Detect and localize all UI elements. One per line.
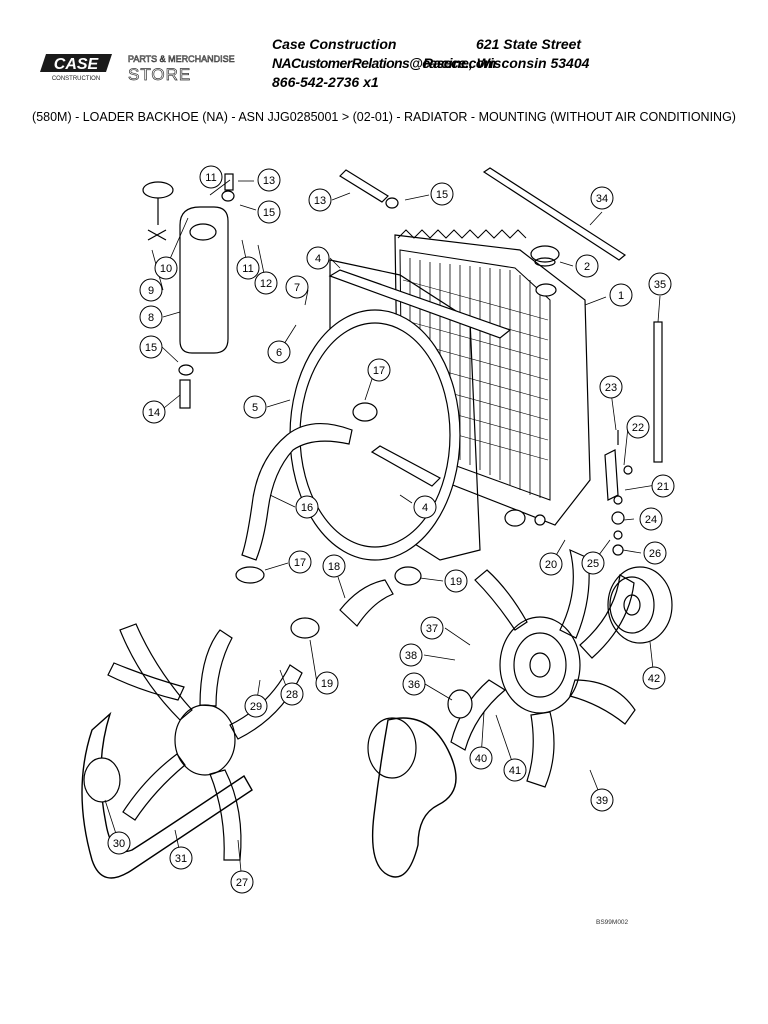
expansion-tank-cap <box>142 181 174 241</box>
callout-21: 21 <box>657 481 669 493</box>
callout-13-left: 13 <box>263 175 275 187</box>
callout-1: 1 <box>618 290 624 302</box>
seal-strip-35 <box>653 321 663 463</box>
callout-30: 30 <box>113 838 125 850</box>
callout-17-upper: 17 <box>373 365 385 377</box>
callout-15-top: 15 <box>263 207 275 219</box>
callout-14: 14 <box>148 407 160 419</box>
callout-29: 29 <box>250 701 262 713</box>
callout-25: 25 <box>587 558 599 570</box>
parts-diagram: 1 2 4 4 5 6 7 8 9 10 11 11 12 13 13 14 1… <box>81 165 675 894</box>
city-state-zip: Racine, Wisconsin 53404 <box>423 55 590 71</box>
hub-30 <box>83 757 121 803</box>
shroud-seal <box>328 269 512 487</box>
fan-39 <box>450 548 636 788</box>
drawing-code: BS99M002 <box>596 919 629 926</box>
callout-19-left: 19 <box>321 678 333 690</box>
fan-belt-31 <box>81 711 253 879</box>
fan-27 <box>107 623 303 861</box>
diagram-title: (580M) - LOADER BACKHOE (NA) - ASN JJG02… <box>32 110 736 124</box>
callout-35: 35 <box>654 279 666 291</box>
email-address[interactable]: NACustomerRelations@casece.com <box>272 55 496 71</box>
svg-text:STORE: STORE <box>128 65 191 84</box>
callout-41: 41 <box>509 765 521 777</box>
small-hose-14 <box>179 379 191 409</box>
callout-15-right: 15 <box>436 189 448 201</box>
spacer-36 <box>447 689 473 719</box>
callout-34: 34 <box>596 193 608 205</box>
callout-12: 12 <box>260 278 272 290</box>
callout-2: 2 <box>584 261 590 273</box>
callout-17-lower: 17 <box>294 557 306 569</box>
hose-clamps <box>178 190 422 639</box>
company-name: Case Construction <box>272 36 397 52</box>
seal-strip-34 <box>482 167 627 261</box>
svg-text:CASE: CASE <box>54 56 100 73</box>
callout-16: 16 <box>301 502 313 514</box>
callout-8: 8 <box>148 312 154 324</box>
callout-42: 42 <box>648 673 660 685</box>
lower-hose <box>241 422 353 561</box>
callout-11-top: 11 <box>205 172 216 184</box>
crank-pulley <box>367 717 417 779</box>
drive-belt <box>371 717 457 878</box>
callout-28: 28 <box>286 689 298 701</box>
callout-11: 11 <box>242 263 253 275</box>
callout-24: 24 <box>645 514 657 526</box>
small-hose-13 <box>224 173 234 191</box>
phone-number[interactable]: 866-542-2736 x1 <box>272 74 379 90</box>
callout-4-lower: 4 <box>422 502 428 514</box>
callout-7: 7 <box>294 282 300 294</box>
callout-bubbles <box>107 165 675 894</box>
street-address: 621 State Street <box>476 36 582 52</box>
svg-text:CONSTRUCTION: CONSTRUCTION <box>52 76 100 82</box>
case-logo: CASE CONSTRUCTION <box>40 54 112 82</box>
overflow-hose <box>339 169 389 203</box>
callout-19-right: 19 <box>450 576 462 588</box>
callout-4: 4 <box>315 253 321 265</box>
callout-36: 36 <box>408 679 420 691</box>
store-logo: PARTS & MERCHANDISE STORE <box>128 54 235 85</box>
callout-37: 37 <box>426 623 438 635</box>
expansion-tank <box>179 206 229 354</box>
callout-6: 6 <box>276 347 282 359</box>
hose-18 <box>339 579 394 627</box>
callout-numbers: 1 2 4 4 5 6 7 8 9 10 11 11 12 13 13 14 1… <box>113 172 669 889</box>
callout-22: 22 <box>632 422 644 434</box>
svg-text:PARTS & MERCHANDISE: PARTS & MERCHANDISE <box>128 54 235 64</box>
callout-18: 18 <box>328 561 340 573</box>
callout-27: 27 <box>236 877 248 889</box>
callout-23: 23 <box>605 382 617 394</box>
callout-38: 38 <box>405 650 417 662</box>
callout-40: 40 <box>475 753 487 765</box>
callout-9: 9 <box>148 285 154 297</box>
callout-20: 20 <box>545 559 557 571</box>
callout-10: 10 <box>160 263 172 275</box>
mount-bracket <box>604 430 633 556</box>
callout-15-left: 15 <box>145 342 157 354</box>
fan-pulley <box>607 566 673 644</box>
callout-26: 26 <box>649 548 661 560</box>
callout-5: 5 <box>252 402 258 414</box>
callout-13: 13 <box>314 195 326 207</box>
callout-31: 31 <box>175 853 187 865</box>
callout-39: 39 <box>596 795 608 807</box>
radiator-cap <box>530 245 560 267</box>
